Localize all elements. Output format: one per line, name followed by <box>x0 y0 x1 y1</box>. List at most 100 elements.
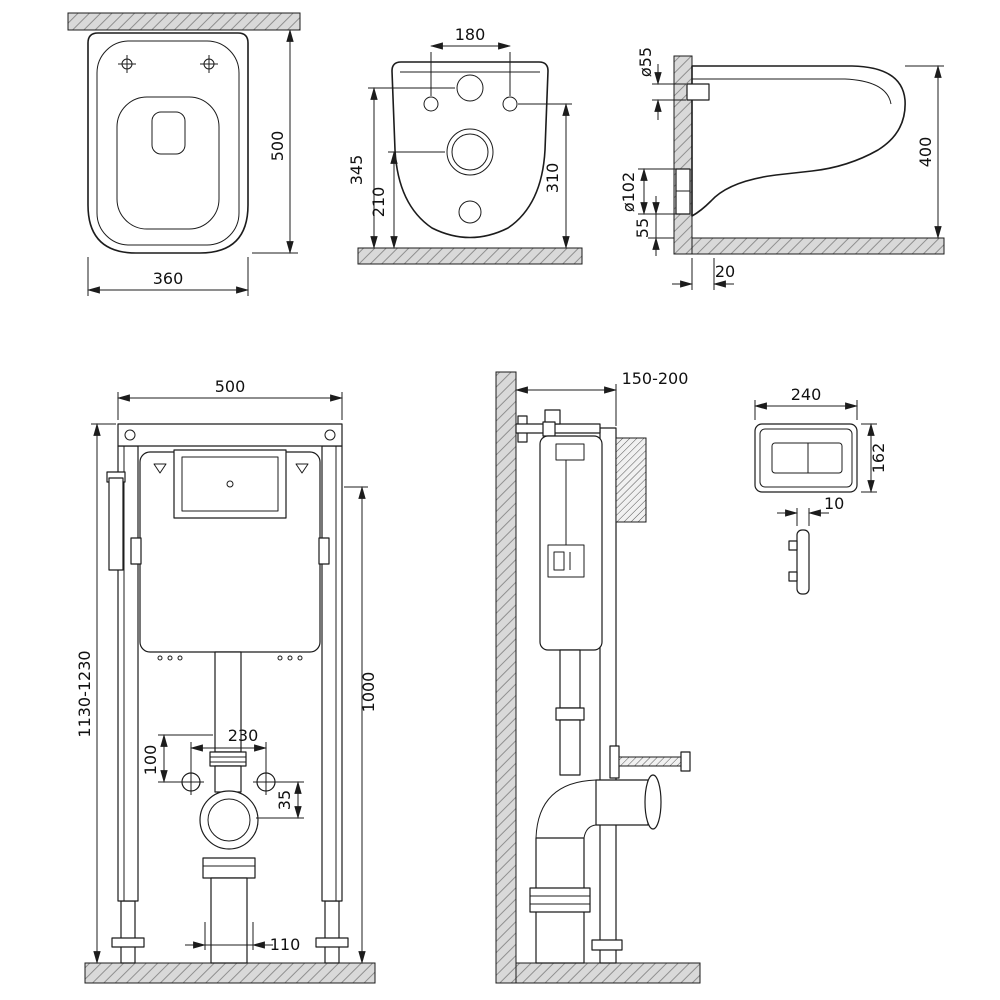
dim-label-frame-depth-range: 150-200 <box>622 369 689 388</box>
dim-outlet-height: 210 <box>369 150 445 250</box>
dim-wall-gap: 20 <box>672 258 735 290</box>
vent-holes-right <box>277 655 303 661</box>
toilet-rear-contour <box>391 61 549 239</box>
flush-valve-detail <box>553 551 565 571</box>
dim-label-bolt-spacing: 180 <box>455 25 486 44</box>
crossbar-bolt-right <box>324 429 336 441</box>
dim-toilet-side-depth: 400 <box>905 64 944 240</box>
plate-clip-bottom <box>788 571 798 582</box>
fixing-rod-nut <box>680 751 691 772</box>
elbow-outer-curve <box>535 779 597 839</box>
dim-label-outlet-height: 210 <box>369 187 388 218</box>
drain-hole-bottom <box>458 200 482 224</box>
water-inlet-bracket <box>108 477 124 571</box>
frame-leg-left <box>120 900 136 964</box>
seat-line <box>692 78 892 105</box>
fixing-bolt-hole-right <box>502 96 518 112</box>
floor-section <box>84 962 376 984</box>
floor-section <box>515 962 701 984</box>
fixing-bolt-hole-left <box>423 96 439 112</box>
soil-outlet-ring-inner <box>207 798 251 842</box>
fill-valve <box>555 443 585 461</box>
access-window-inner <box>181 456 279 512</box>
flush-jet-outline <box>151 111 186 155</box>
soil-outlet-ring-outer <box>199 790 259 850</box>
flush-valve-box <box>547 544 585 578</box>
foot-plate-right <box>315 937 349 948</box>
dim-inlet-height: 345 <box>347 86 455 250</box>
dim-outlet-diameter: ø102 <box>619 167 676 216</box>
dim-label-frame-height-range: 1130-1230 <box>75 650 94 737</box>
dim-frame-depth-range: 150-200 <box>514 369 689 426</box>
water-inlet-hole <box>456 74 484 102</box>
dim-inlet-diameter: ø55 <box>636 47 686 120</box>
frame-foot-side <box>591 939 623 951</box>
level-mark-left <box>153 463 167 474</box>
access-window-mark <box>226 480 234 488</box>
dim-label-fixing-bolt-spacing: 230 <box>228 726 259 745</box>
dim-label-outlet-bottom-offset: 55 <box>633 218 652 238</box>
fixing-rod-plate <box>609 745 620 779</box>
dim-label-flush-height: 1000 <box>359 672 378 713</box>
flush-plate-side-view: 10 <box>777 494 844 595</box>
frame-crossbar <box>117 423 343 447</box>
toilet-outer-contour <box>87 32 249 254</box>
frame-rail-right <box>321 445 343 902</box>
flush-plate-front-view: 240 162 <box>753 385 888 494</box>
dim-bolt-height: 310 <box>518 102 572 250</box>
elbow-inner-curve <box>583 824 597 839</box>
floor-section <box>691 237 945 255</box>
frame-front-view: 500 1130-1230 1000 230 100 35 <box>75 377 378 984</box>
drain-collar <box>529 887 591 913</box>
dim-frame-height-range: 1130-1230 <box>75 422 116 965</box>
dim-label-wall-gap: 20 <box>715 262 735 281</box>
wall-section <box>67 12 301 31</box>
outlet-flange <box>644 774 662 830</box>
drain-bell <box>202 857 256 879</box>
outlet-pipe-horizontal <box>595 779 649 826</box>
dim-bolt-row-offset: 100 <box>141 733 213 784</box>
threaded-rods <box>615 437 647 523</box>
frame-rail-side <box>599 427 617 964</box>
flush-pipe-coupling <box>209 751 247 767</box>
dim-label-frame-width: 500 <box>215 377 246 396</box>
soil-outlet-hole-outer <box>446 128 494 176</box>
flush-plate-inner-edge <box>759 428 853 488</box>
dim-label-inlet-diameter: ø55 <box>636 47 655 77</box>
dim-plate-thickness: 10 <box>777 494 844 526</box>
seat-opening <box>116 96 220 230</box>
toilet-top-view: 500 360 <box>67 12 301 296</box>
dim-label-inlet-height: 345 <box>347 155 366 186</box>
plate-clip-top <box>788 540 798 551</box>
seat-fixing-mark-right <box>200 55 218 73</box>
dim-plate-width: 240 <box>753 385 859 420</box>
dim-outlet-offset: 35 <box>256 780 304 820</box>
wall-bracket-arm <box>515 423 601 434</box>
toilet-rear-view: 180 345 210 310 <box>347 25 583 265</box>
dim-label-outlet-diameter: ø102 <box>619 172 638 212</box>
flush-pipe-coupling-side <box>555 707 585 721</box>
fixing-bolt-right <box>253 769 279 795</box>
inlet-fitting <box>686 83 710 101</box>
dim-drain-diameter: 110 <box>185 922 300 954</box>
dim-label-bolt-height: 310 <box>543 163 562 194</box>
level-mark-right <box>295 463 309 474</box>
flush-plate-side-body <box>796 529 810 595</box>
dim-label-drain-diameter: 110 <box>270 935 301 954</box>
dim-label-plate-width: 240 <box>791 385 822 404</box>
flush-pipe-side-lower <box>559 719 581 776</box>
frame-leg-right <box>324 900 340 964</box>
floor-section <box>357 247 583 265</box>
wall-section <box>495 371 517 984</box>
inlet-connector <box>542 421 556 437</box>
flush-pipe-side <box>559 649 581 709</box>
soil-outlet-hole-inner <box>451 133 489 171</box>
foot-plate-left <box>111 937 145 948</box>
cistern-side <box>539 435 603 651</box>
frame-side-view: 150-200 <box>495 369 701 984</box>
dim-frame-width: 500 <box>116 377 344 420</box>
dim-toilet-depth: 500 <box>252 28 298 255</box>
cistern-clip-left <box>130 537 142 565</box>
